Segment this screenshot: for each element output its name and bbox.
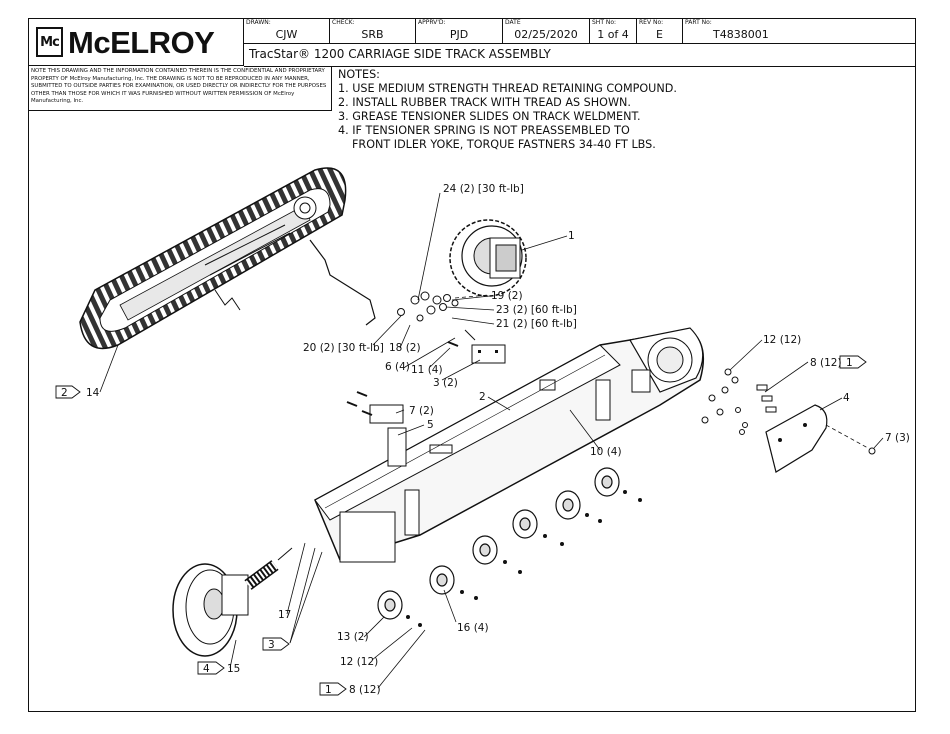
drawing-title: TracStar® 1200 CARRIAGE SIDE TRACK ASSEM… — [249, 47, 551, 61]
field-approved: APPRV'D: PJD — [416, 18, 503, 44]
drawing-frame — [28, 18, 916, 712]
callout-2: 2 — [479, 391, 486, 403]
field-sheet-value: 1 of 4 — [597, 28, 629, 41]
field-check: CHECK: SRB — [330, 18, 416, 44]
flag-8-lower: 1 — [325, 684, 332, 696]
title-divider — [244, 66, 916, 67]
field-sheet-label: SHT No: — [592, 19, 617, 26]
field-date-value: 02/25/2020 — [514, 28, 578, 41]
callout-8-upper: 8 (12) — [810, 357, 842, 369]
field-part: PART No: T4838001 — [683, 18, 916, 44]
note-1: 1. USE MEDIUM STRENGTH THREAD RETAINING … — [338, 82, 677, 95]
front-idler-tensioner — [172, 547, 293, 657]
callout-1: 1 — [568, 230, 575, 242]
hardware-stack-right — [701, 368, 777, 435]
callout-12-lower: 12 (12) — [340, 656, 378, 668]
roller-wheels — [377, 467, 642, 627]
field-sheet: SHT No: 1 of 4 — [590, 18, 637, 44]
flag-15: 4 — [203, 663, 210, 675]
callout-3: 3 (2) — [433, 377, 458, 389]
field-approved-label: APPRV'D: — [418, 19, 446, 26]
field-drawn-value: CJW — [275, 28, 298, 41]
field-check-value: SRB — [361, 28, 384, 41]
plate-5 — [387, 427, 407, 467]
note-3: 3. GREASE TENSIONER SLIDES ON TRACK WELD… — [338, 110, 641, 123]
drive-sprocket — [449, 219, 527, 297]
callout-5: 5 — [427, 419, 434, 431]
field-date-label: DATE — [505, 19, 521, 26]
field-check-label: CHECK: — [332, 19, 355, 26]
callout-15: 15 — [227, 663, 240, 675]
callout-20: 20 (2) [30 ft-lb] — [303, 342, 384, 354]
flag-8-upper: 1 — [846, 357, 853, 369]
callout-16: 16 (4) — [457, 622, 489, 634]
slide-plate-3 — [447, 329, 506, 364]
end-plate-4 — [765, 404, 876, 473]
field-rev-label: REV No: — [639, 19, 664, 26]
field-rev: REV No: E — [637, 18, 683, 44]
note-2: 2. INSTALL RUBBER TRACK WITH TREAD AS SH… — [338, 96, 631, 109]
logo-mark: Mc — [36, 27, 63, 57]
flag-symbols — [55, 355, 867, 696]
field-drawn-label: DRAWN: — [246, 19, 271, 26]
callout-4: 4 — [843, 392, 850, 404]
company-logo: Mc McELROY — [28, 18, 244, 66]
notes-block: NOTES: 1. USE MEDIUM STRENGTH THREAD RET… — [338, 68, 677, 152]
callout-8-lower: 8 (12) — [349, 684, 381, 696]
flag-17: 3 — [268, 639, 275, 651]
callout-12-upper: 12 (12) — [763, 334, 801, 346]
callout-17: 17 — [278, 609, 291, 621]
callout-13: 13 (2) — [337, 631, 369, 643]
leader-lines — [99, 192, 884, 689]
confidential-notice: NOTE THIS DRAWING AND THE INFORMATION CO… — [28, 66, 332, 111]
note-4: 4. IF TENSIONER SPRING IS NOT PREASSEMBL… — [338, 124, 630, 137]
field-approved-value: PJD — [449, 28, 469, 41]
field-part-label: PART No: — [685, 19, 712, 26]
bolts-left — [346, 391, 373, 416]
hardware-stack-upper — [397, 291, 489, 322]
callout-6: 6 (4) — [385, 361, 410, 373]
field-date: DATE 02/25/2020 — [503, 18, 590, 44]
title-block-row: DRAWN: CJW CHECK: SRB APPRV'D: PJD DATE … — [244, 18, 916, 44]
callout-23: 23 (2) [60 ft-lb] — [496, 304, 577, 316]
flag-labels: 2 1 3 4 1 — [61, 357, 853, 696]
callout-11: 11 (4) — [411, 364, 443, 376]
callout-10: 10 (4) — [590, 446, 622, 458]
notes-heading: NOTES: — [338, 68, 380, 81]
field-rev-value: E — [656, 28, 663, 41]
note-4-cont: FRONT IDLER YOKE, TORQUE FASTNERS 34-40 … — [352, 138, 656, 151]
track-weldment-frame — [314, 327, 705, 563]
callout-7-left: 7 (2) — [409, 405, 434, 417]
callout-18: 18 (2) — [389, 342, 421, 354]
callout-14: 14 — [86, 387, 100, 399]
callout-21: 21 (2) [60 ft-lb] — [496, 318, 577, 330]
rubber-track — [79, 167, 376, 350]
field-drawn: DRAWN: CJW — [244, 18, 330, 44]
callout-labels: 24 (2) [30 ft-lb] 1 19 (2) 23 (2) [60 ft… — [86, 183, 910, 696]
company-name: McELROY — [68, 25, 215, 60]
flag-14: 2 — [61, 387, 68, 399]
plate-7 — [369, 404, 404, 424]
callout-7-right: 7 (3) — [885, 432, 910, 444]
field-part-value: T4838001 — [713, 28, 769, 41]
callout-19: 19 (2) — [491, 290, 523, 302]
callout-24: 24 (2) [30 ft-lb] — [443, 183, 524, 195]
